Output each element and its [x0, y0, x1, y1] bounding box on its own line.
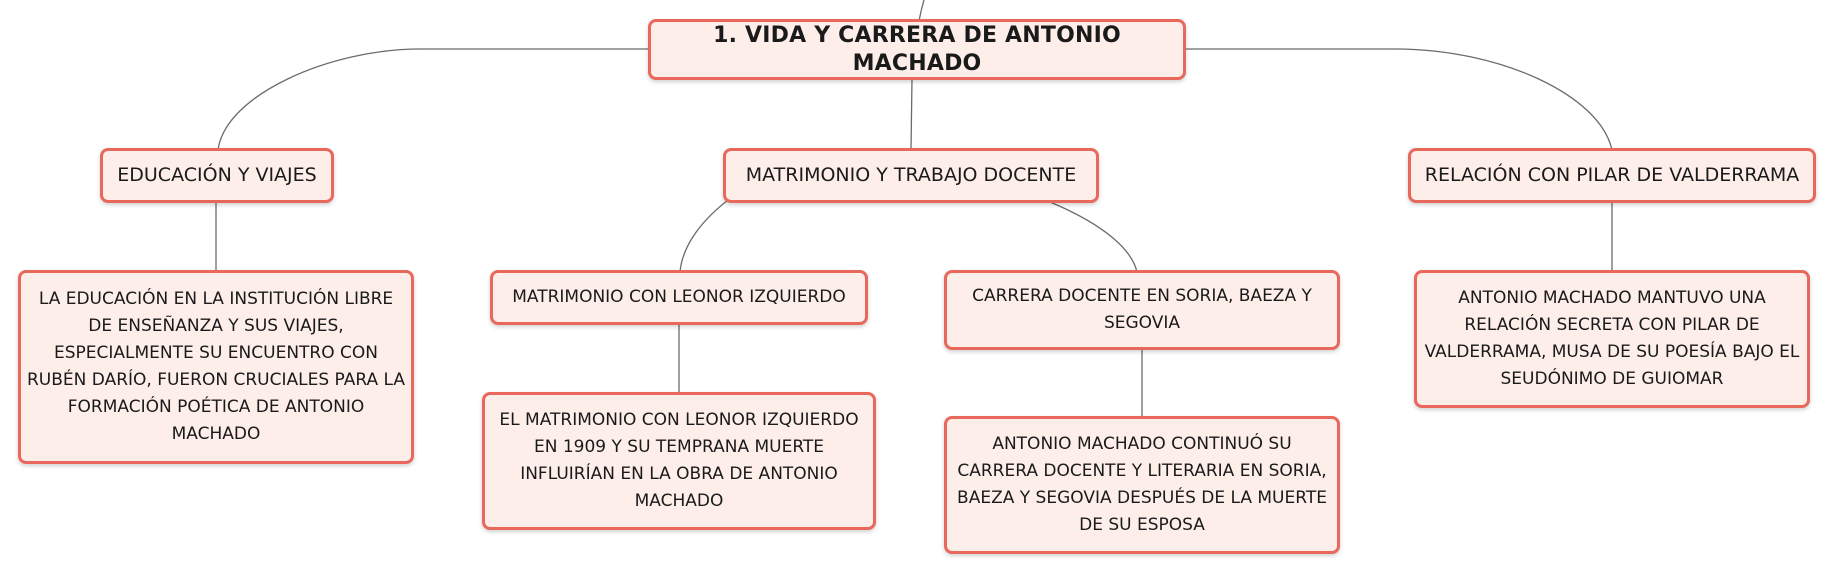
detail-node-text: ANTONIO MACHADO CONTINUÓ SU CARRERA DOCE… — [957, 434, 1327, 535]
branch-node-label: EDUCACIÓN Y VIAJES — [117, 164, 317, 186]
detail-node-leonor[interactable]: EL MATRIMONIO CON LEONOR IZQUIERDO EN 19… — [482, 392, 876, 530]
connector-marriage-work-to-teaching — [1049, 201, 1138, 273]
connector-root-to-marriage-work — [910, 78, 913, 151]
sub-node-carrera-docente[interactable]: CARRERA DOCENTE EN SORIA, BAEZA Y SEGOVI… — [944, 270, 1340, 350]
connector-root-to-pilar — [1185, 48, 1613, 151]
detail-node-text: ANTONIO MACHADO MANTUVO UNA RELACIÓN SEC… — [1424, 288, 1800, 389]
detail-node-educacion[interactable]: LA EDUCACIÓN EN LA INSTITUCIÓN LIBRE DE … — [18, 270, 414, 464]
detail-node-text: LA EDUCACIÓN EN LA INSTITUCIÓN LIBRE DE … — [27, 289, 405, 444]
branch-node-label: RELACIÓN CON PILAR DE VALDERRAMA — [1424, 164, 1800, 186]
detail-node-docente[interactable]: ANTONIO MACHADO CONTINUÓ SU CARRERA DOCE… — [944, 416, 1340, 554]
branch-node-matrimonio-trabajo[interactable]: MATRIMONIO Y TRABAJO DOCENTE — [723, 148, 1099, 203]
sub-node-leonor-izquierdo[interactable]: MATRIMONIO CON LEONOR IZQUIERDO — [490, 270, 868, 325]
branch-node-pilar-valderrama[interactable]: RELACIÓN CON PILAR DE VALDERRAMA — [1408, 148, 1816, 203]
sub-node-label: MATRIMONIO CON LEONOR IZQUIERDO — [512, 287, 846, 307]
connector-root-to-education — [217, 48, 651, 151]
detail-node-text: EL MATRIMONIO CON LEONOR IZQUIERDO EN 19… — [499, 410, 859, 511]
branch-node-label: MATRIMONIO Y TRABAJO DOCENTE — [745, 164, 1077, 186]
root-node-vida-carrera[interactable]: 1. VIDA Y CARRERA DE ANTONIO MACHADO — [648, 19, 1186, 80]
root-node-label: 1. VIDA Y CARRERA DE ANTONIO MACHADO — [713, 22, 1121, 76]
connector-marriage-work-to-leonor — [679, 199, 729, 273]
sub-node-label: CARRERA DOCENTE EN SORIA, BAEZA Y SEGOVI… — [972, 286, 1312, 333]
branch-node-educacion-viajes[interactable]: EDUCACIÓN Y VIAJES — [100, 148, 334, 203]
connector-parent-to-root — [918, 0, 925, 22]
detail-node-pilar[interactable]: ANTONIO MACHADO MANTUVO UNA RELACIÓN SEC… — [1414, 270, 1810, 408]
